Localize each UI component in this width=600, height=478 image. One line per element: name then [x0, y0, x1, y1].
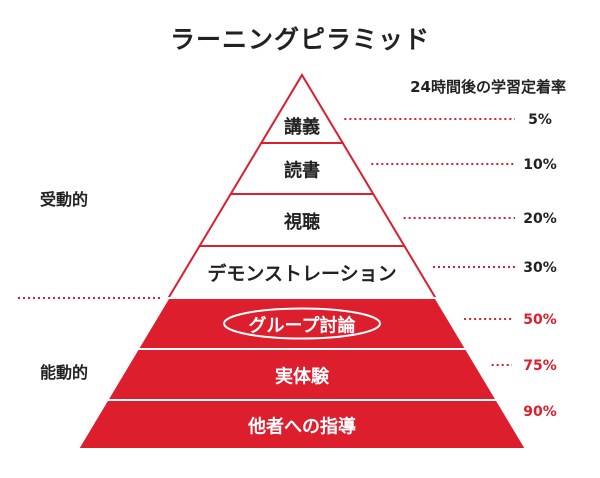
diagram-title: ラーニングピラミッド: [169, 25, 430, 54]
highlight-oval: [223, 307, 381, 340]
tier-label-4: デモンストレーション: [207, 262, 396, 285]
pyramid-tier-7: [76, 399, 528, 450]
retention-rate-6: 75%: [523, 358, 557, 374]
retention-rate-7: 90%: [523, 404, 557, 420]
active-learning-label: 能動的: [40, 363, 89, 382]
tier-label-7: 他者への指導: [247, 416, 356, 438]
tier-label-2: 読書: [284, 160, 320, 182]
tier-label-3: 視聴: [283, 211, 320, 233]
retention-rate-1: 5%: [528, 112, 552, 128]
retention-rate-3: 20%: [523, 211, 557, 227]
tier-label-6: 実体験: [275, 366, 330, 388]
retention-rate-4: 30%: [523, 260, 557, 276]
retention-rate-2: 10%: [523, 157, 557, 173]
tier-label-1: 講義: [284, 116, 320, 138]
passive-learning-label: 受動的: [40, 190, 89, 209]
tier-label-5: グループ討論: [249, 315, 357, 337]
retention-rate-5: 50%: [523, 312, 557, 328]
retention-rate-header: 24時間後の学習定着率: [410, 78, 566, 96]
